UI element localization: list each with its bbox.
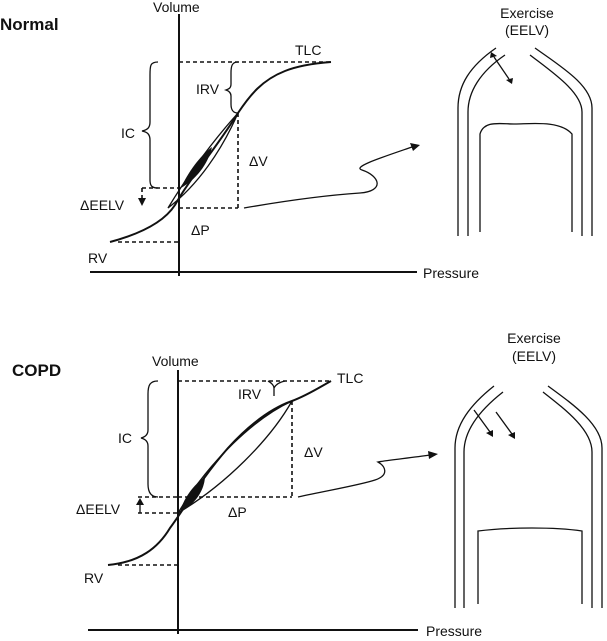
normal-irv-label: IRV (196, 81, 220, 97)
normal-eelv-label: (EELV) (505, 22, 549, 38)
copd-chest-outer-left (454, 385, 495, 608)
copd-eelv-arrow-1 (473, 409, 491, 433)
copd-pv-curve (107, 380, 332, 566)
normal-delta-eelv-arrowhead (138, 198, 146, 206)
normal-ic-label: IC (121, 125, 135, 141)
copd-chest-outer-right (547, 385, 603, 608)
copd-rv-label: RV (84, 570, 104, 586)
normal-chest-outer-right (534, 47, 593, 236)
copd-delta-eelv-label: ΔEELV (76, 501, 121, 517)
normal-exercise-label: Exercise (500, 5, 554, 21)
copd-eelv-arrow-2 (495, 411, 513, 435)
normal-pv-curve (109, 61, 332, 243)
copd-connector-arrowhead (428, 451, 438, 459)
copd-ic-brace (140, 380, 159, 498)
normal-eelv-arrowhead-up (490, 52, 497, 58)
normal-tlc-label: TLC (295, 42, 321, 58)
normal-delta-eelv-label: ΔEELV (80, 197, 125, 213)
normal-chest-inner-right (529, 54, 583, 236)
copd-irv-label: IRV (238, 386, 262, 402)
copd-delta-eelv-arrowhead (136, 498, 144, 505)
normal-chest-outer-left (457, 47, 497, 236)
normal-connector-arrow (243, 146, 413, 209)
copd-connector-arrow (297, 454, 431, 498)
normal-diaphragm (479, 122, 573, 232)
normal-eelv-double-arrow (493, 56, 510, 80)
copd-resting-loop (180, 477, 205, 512)
copd-delta-p-label: ΔP (228, 504, 247, 520)
copd-volume-axis-label: Volume (152, 353, 199, 369)
copd-exercise-label: Exercise (507, 330, 561, 346)
normal-volume-axis-label: Volume (153, 0, 200, 15)
copd-eelv-arrowhead-1 (486, 430, 493, 437)
copd-eelv-label: (EELV) (512, 348, 556, 364)
copd-diaphragm (477, 527, 583, 604)
normal-chest-sketch: Exercise (EELV) (457, 5, 593, 236)
normal-panel: Normal Volume Pressure TLC IRV IC ΔV ΔEE… (0, 0, 593, 281)
copd-tlc-label: TLC (337, 370, 363, 386)
copd-eelv-arrowhead-2 (508, 432, 515, 439)
copd-chest-inner-right (542, 391, 593, 608)
normal-irv-brace (223, 61, 239, 114)
copd-pressure-axis-label: Pressure (426, 623, 482, 636)
normal-ic-brace (141, 61, 159, 189)
normal-chest-inner-left (467, 54, 506, 236)
normal-eelv-arrowhead-down (506, 78, 513, 84)
copd-irv-brace (267, 380, 286, 396)
copd-chest-sketch: Exercise (EELV) (454, 330, 603, 608)
normal-pressure-axis-label: Pressure (423, 265, 479, 281)
normal-rv-label: RV (88, 250, 108, 266)
normal-delta-p-label: ΔP (191, 222, 210, 238)
normal-resting-loop (181, 147, 212, 188)
copd-delta-v-label: ΔV (304, 444, 323, 460)
normal-connector-arrowhead (410, 143, 420, 151)
copd-ic-label: IC (118, 430, 132, 446)
copd-panel-title: COPD (12, 361, 61, 380)
copd-chest-inner-left (463, 391, 504, 608)
copd-panel: COPD Volume Pressure TLC IRV IC ΔV ΔEELV… (12, 330, 603, 639)
normal-delta-v-label: ΔV (249, 153, 268, 169)
normal-panel-title: Normal (0, 15, 59, 34)
